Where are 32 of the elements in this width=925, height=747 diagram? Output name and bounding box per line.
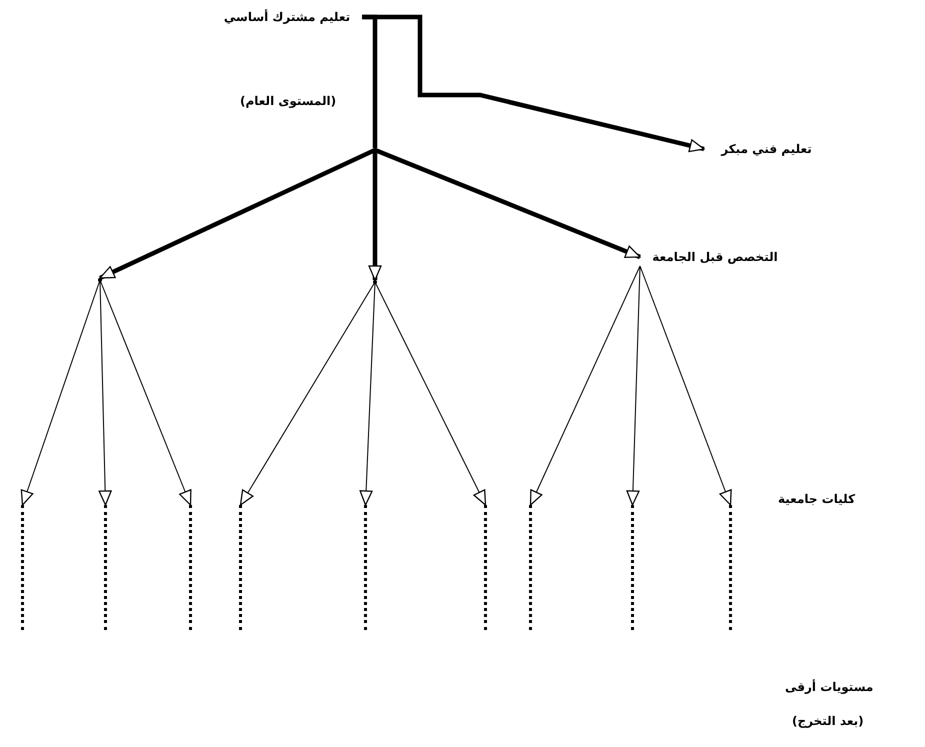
arrow [530,266,640,506]
dotted-column [21,505,24,630]
arrow [240,282,376,506]
level-note: (المستوى العام) [240,93,336,110]
arrow [362,14,705,152]
level-label: كليات جامعية [778,491,856,508]
arrow [98,280,112,506]
arrow [100,280,192,506]
dotted-column [729,505,732,630]
arrow [360,282,376,506]
arrow [20,280,100,506]
node-label: التخصص قبل الجامعة [640,248,790,266]
branch-point [373,280,377,284]
arrow [99,148,376,280]
arrow [626,266,640,506]
dotted-column [364,505,367,630]
node-label: تعليم فني مبكر [704,140,829,158]
branch-point [373,148,377,152]
dotted-column [239,505,242,630]
node-label: تعليم مشترك أساسي [212,8,362,26]
branch-point [98,278,102,282]
dotted-column [529,505,532,630]
level-label: (بعد التخرج) [792,713,864,730]
arrow [368,150,382,281]
dotted-column [631,505,634,630]
dotted-column [189,505,192,630]
dotted-column [104,505,107,630]
arrow [640,266,732,506]
arrow [374,148,641,260]
level-label: مستويات أرقى [785,678,874,696]
arrow [374,282,486,506]
dotted-column [484,505,487,630]
